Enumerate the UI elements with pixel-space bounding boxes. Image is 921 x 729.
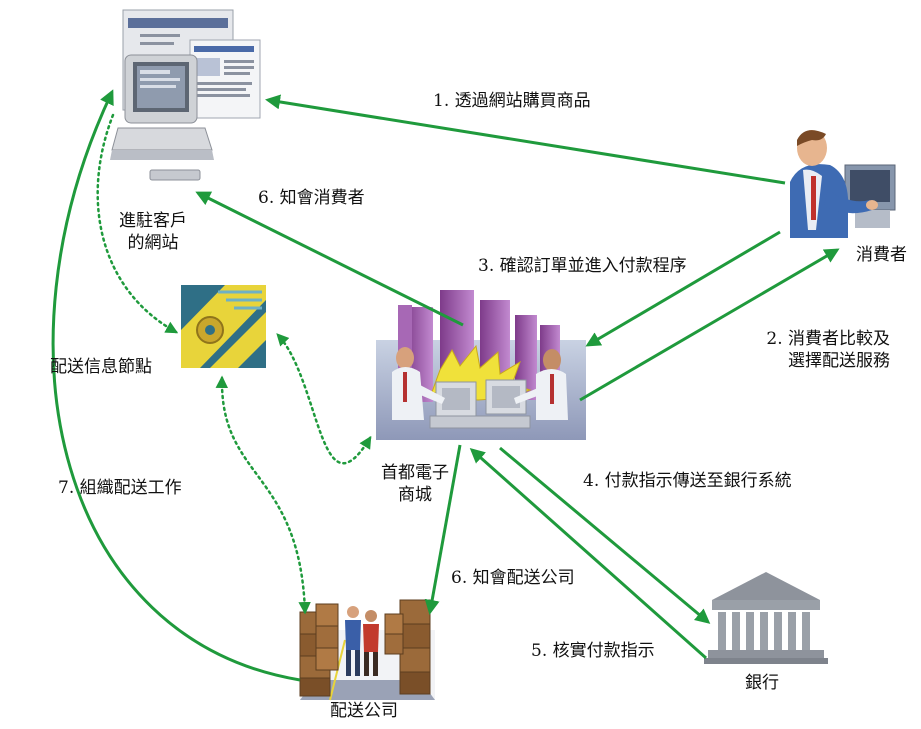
arrow-6-notify-delivery (424, 444, 462, 615)
step-6-notify-delivery-label: 6. 知會配送公司 (451, 568, 575, 588)
mall-label-line1: 首都電子 (381, 463, 449, 483)
step-7-label: 7. 組織配送工作 (58, 478, 182, 498)
bank-building-icon (704, 572, 828, 664)
arrow-3-confirm-order (585, 230, 781, 347)
step-2-label: 2. 消費者比較及 選擇配送服務 (700, 328, 890, 372)
step-4-label: 4. 付款指示傳送至銀行系統 (583, 471, 792, 491)
step-3-label: 3. 確認訂單並進入付款程序 (478, 256, 687, 276)
step-5-label: 5. 核實付款指示 (531, 641, 655, 661)
shopping-mall-handshake-icon (376, 290, 586, 440)
arrow-1-purchase (265, 94, 786, 185)
info-node-disk-icon (181, 285, 266, 368)
delivery-label: 配送公司 (330, 701, 398, 721)
consumer-person-icon (790, 130, 896, 238)
website-label-line1: 進駐客戶 (119, 211, 187, 231)
dotted-arrow-infonode-delivery (215, 375, 311, 615)
arrow-5-verify-payment (469, 448, 707, 660)
arrow-4-payment-to-bank (499, 446, 711, 624)
mall-label: 首都電子 商城 (370, 462, 460, 506)
step-1-label: 1. 透過網站購買商品 (433, 91, 591, 111)
info-node-label: 配送信息節點 (50, 357, 152, 377)
arrow-7-organize-delivery (51, 89, 301, 682)
bank-label: 銀行 (745, 673, 779, 693)
arrow-2-choose-delivery (579, 248, 840, 402)
mall-label-line2: 商城 (398, 485, 432, 505)
step-2-label-line2: 選擇配送服務 (788, 351, 890, 371)
arrow-6-notify-consumer (195, 191, 464, 327)
website-label-line2: 的網站 (127, 233, 179, 253)
consumer-label: 消費者 (856, 245, 907, 265)
dotted-arrow-mall-infonode (276, 333, 372, 465)
step-2-label-line1: 2. 消費者比較及 (766, 329, 890, 349)
website-computer-icon (110, 9, 261, 181)
website-label: 進駐客戶 的網站 (108, 210, 198, 254)
warehouse-workers-icon (299, 599, 435, 701)
step-6-notify-consumer-label: 6. 知會消費者 (258, 188, 365, 208)
dotted-arrow-website-to-infonode (96, 113, 179, 334)
